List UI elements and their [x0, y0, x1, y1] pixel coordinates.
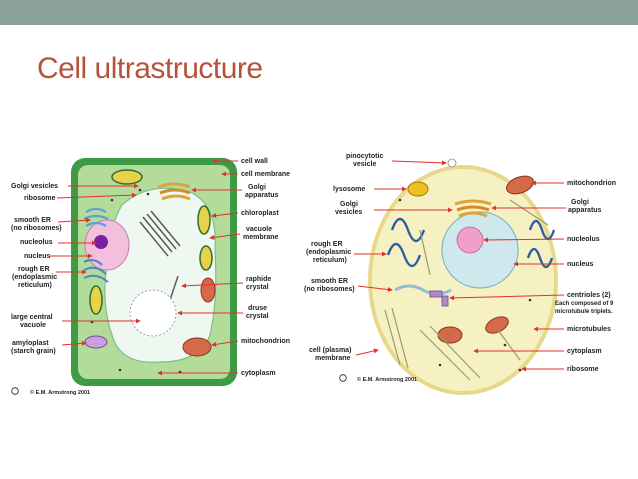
animal-label-golgi: Golgi	[340, 201, 358, 208]
animal-nucleolus	[456, 226, 484, 254]
plant-label-crystal-2: crystal	[246, 313, 269, 320]
plant-right-arrows	[157, 158, 244, 376]
plant-left-arrows	[50, 183, 141, 346]
plant-label-rough-er-sub1: (endoplasmic	[12, 274, 57, 281]
animal-label-vesicle: vesicle	[353, 161, 376, 168]
plant-label-starch-grain: (starch grain)	[11, 348, 56, 355]
animal-ribosomes	[398, 198, 532, 372]
plant-label-rough-er-sub2: reticulum)	[18, 282, 52, 289]
animal-label-smooth-er-sub: (no ribosomes)	[304, 286, 355, 293]
plant-label-cell-membrane: cell membrane	[241, 171, 290, 178]
plant-label-rough-er: rough ER	[18, 266, 50, 273]
animal-label-mitochondrion: mitochondrion	[567, 180, 616, 187]
slide-title: Cell ultrastructure	[37, 52, 263, 85]
animal-mitochondrion	[485, 316, 509, 334]
plant-label-vacuole-r: vacuole	[246, 226, 272, 233]
animal-label-nucleus: nucleus	[567, 261, 594, 268]
animal-smooth-er	[394, 284, 452, 296]
plant-label-cell-wall: cell wall	[241, 158, 268, 165]
animal-label-cytoplasm: cytoplasm	[567, 348, 602, 355]
plant-label-druse: druse	[248, 305, 267, 312]
plant-label-raphide: raphide	[246, 276, 271, 283]
plant-label-nucleus: nucleus	[24, 253, 51, 260]
animal-label-rough-er-sub1: (endoplasmic	[306, 249, 351, 256]
animal-rough-er	[386, 217, 556, 269]
plant-mitochondrion	[200, 277, 216, 303]
plant-label-chloroplast: chloroplast	[241, 210, 279, 217]
plant-label-membrane-r: membrane	[243, 234, 279, 241]
plant-label-golgi: Golgi	[248, 184, 266, 191]
animal-credit: © E.M. Armstrong 2001	[357, 376, 417, 383]
animal-label-centrioles: centrioles (2)	[567, 292, 611, 299]
plant-label-mitochondrion: mitochondrion	[241, 338, 290, 345]
animal-label-centrioles-sub1: Each composed of 9	[555, 301, 614, 307]
plant-label-cytoplasm: cytoplasm	[241, 370, 276, 377]
animal-label-rough-er: rough ER	[311, 241, 343, 248]
plant-label-smooth-er: smooth ER	[14, 217, 51, 224]
animal-centrioles	[429, 290, 449, 307]
animal-nucleus	[441, 211, 519, 289]
animal-label-ribosome: ribosome	[567, 366, 599, 373]
plant-label-amyloplast: amyloplast	[12, 340, 49, 347]
animal-label-apparatus: apparatus	[568, 207, 602, 214]
top-bar	[0, 0, 638, 25]
animal-left-arrows	[354, 160, 453, 356]
plant-chloroplast	[89, 285, 103, 315]
animal-label-membrane: membrane	[315, 355, 351, 362]
plant-druse-crystal	[129, 289, 177, 337]
animal-label-lysosome: lysosome	[333, 186, 365, 193]
plant-label-smooth-er-sub: (no ribosomes)	[11, 225, 62, 232]
animal-cell: pinocytotic vesicle lysosome Golgi vesic…	[304, 153, 616, 395]
plant-mitochondrion	[182, 337, 212, 357]
plant-chloroplast	[199, 245, 213, 271]
animal-mitochondrion	[437, 326, 463, 344]
animal-label-microtubules: microtubules	[567, 326, 611, 333]
plant-chloroplast	[197, 205, 211, 235]
animal-microtubules	[384, 199, 549, 381]
animal-label-cell-plasma: cell (plasma)	[309, 347, 351, 354]
animal-lysosome	[407, 181, 429, 197]
plant-label-crystal-1: crystal	[246, 284, 269, 291]
animal-label-golgi-r: Golgi	[571, 199, 589, 206]
plant-credit: © E.M. Armstrong 2001	[30, 389, 90, 396]
animal-label-centrioles-sub2: microtubule triplets.	[555, 309, 613, 315]
plant-label-apparatus: apparatus	[245, 192, 279, 199]
plant-copyright-icon	[11, 387, 19, 395]
animal-label-vesicles: vesicles	[335, 209, 362, 216]
animal-pinocytotic-vesicle	[447, 158, 457, 168]
plant-chloroplast	[111, 169, 143, 185]
animal-label-nucleolus: nucleolus	[567, 236, 600, 243]
animal-label-rough-er-sub2: reticulum)	[313, 257, 347, 264]
plant-label-ribosome: ribosome	[24, 195, 56, 202]
animal-label-smooth-er: smooth ER	[311, 278, 348, 285]
plant-label-vacuole: vacuole	[20, 322, 46, 329]
plant-golgi-apparatus	[157, 182, 191, 201]
plant-raphide-crystal	[139, 210, 181, 257]
plant-rough-er	[83, 259, 109, 283]
plant-amyloplast	[84, 335, 108, 349]
plant-label-nucleolus: nucleolus	[20, 239, 53, 246]
animal-label-pinocytotic: pinocytotic	[346, 153, 383, 160]
animal-mitochondrion	[506, 175, 534, 195]
plant-raphide-crystal	[169, 275, 179, 301]
animal-copyright-icon	[339, 374, 347, 382]
animal-golgi-apparatus	[454, 199, 492, 218]
plant-label-golgi-vesicles: Golgi vesicles	[11, 183, 58, 190]
plant-cell: Golgi vesicles ribosome smooth ER (no ri…	[11, 158, 290, 396]
plant-label-large-central: large central	[11, 314, 53, 321]
animal-right-arrows	[449, 180, 566, 372]
plant-nucleolus	[94, 235, 108, 249]
